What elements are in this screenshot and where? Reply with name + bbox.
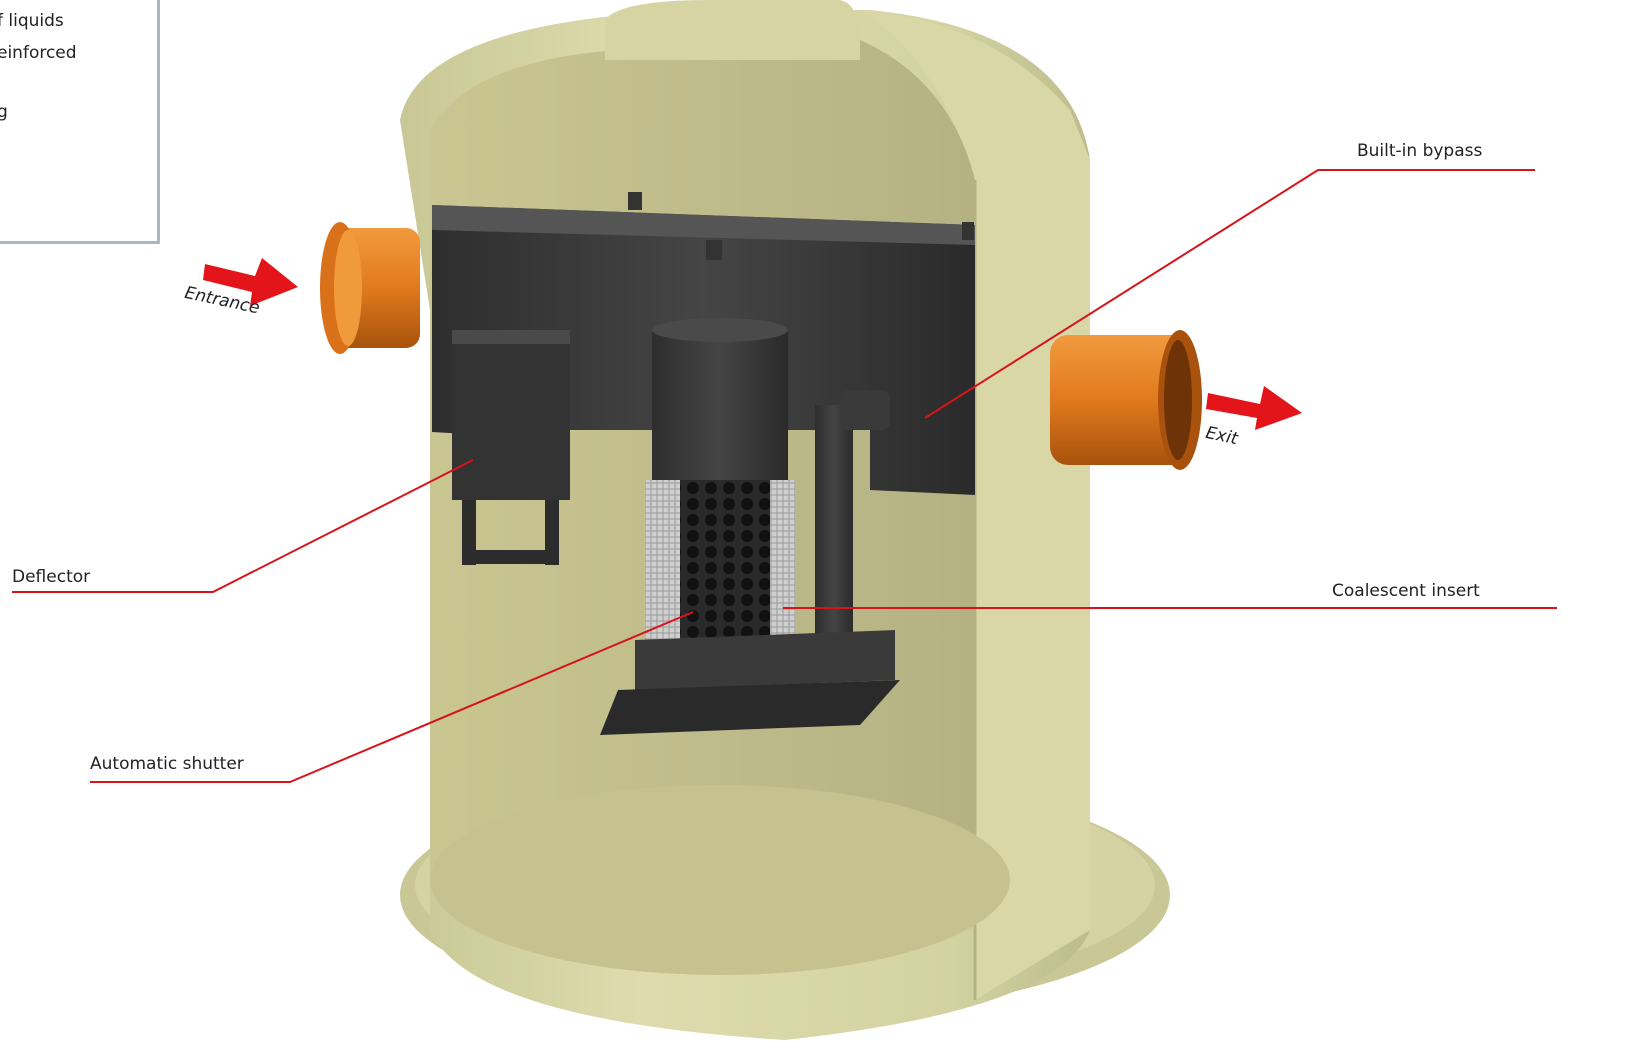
shutter-base xyxy=(600,630,900,735)
coalescent-column xyxy=(645,318,795,640)
entrance-arrow-icon xyxy=(203,258,298,306)
info-line-1: f liquids xyxy=(0,11,64,31)
info-panel: f liquids einforced g xyxy=(0,0,160,244)
deflector-unit xyxy=(452,330,570,565)
exit-arrow-icon xyxy=(1206,386,1302,430)
deflector-callout-line xyxy=(12,459,474,593)
coalescent-label: Coalescent insert xyxy=(1332,581,1480,601)
shutter-callout-line xyxy=(90,611,694,783)
info-line-2: einforced xyxy=(0,43,77,63)
shutter-label: Automatic shutter xyxy=(90,754,244,774)
tank-floor xyxy=(430,785,1010,975)
inlet-pipe xyxy=(320,222,420,354)
deflector-label: Deflector xyxy=(12,567,91,587)
tank-access-neck xyxy=(605,0,860,60)
outlet-pipe xyxy=(1050,330,1202,470)
bypass-label: Built-in bypass xyxy=(1357,141,1483,161)
bypass-pipe xyxy=(815,390,890,650)
info-line-3: g xyxy=(0,102,8,122)
bypass-callout-line xyxy=(924,169,1535,419)
